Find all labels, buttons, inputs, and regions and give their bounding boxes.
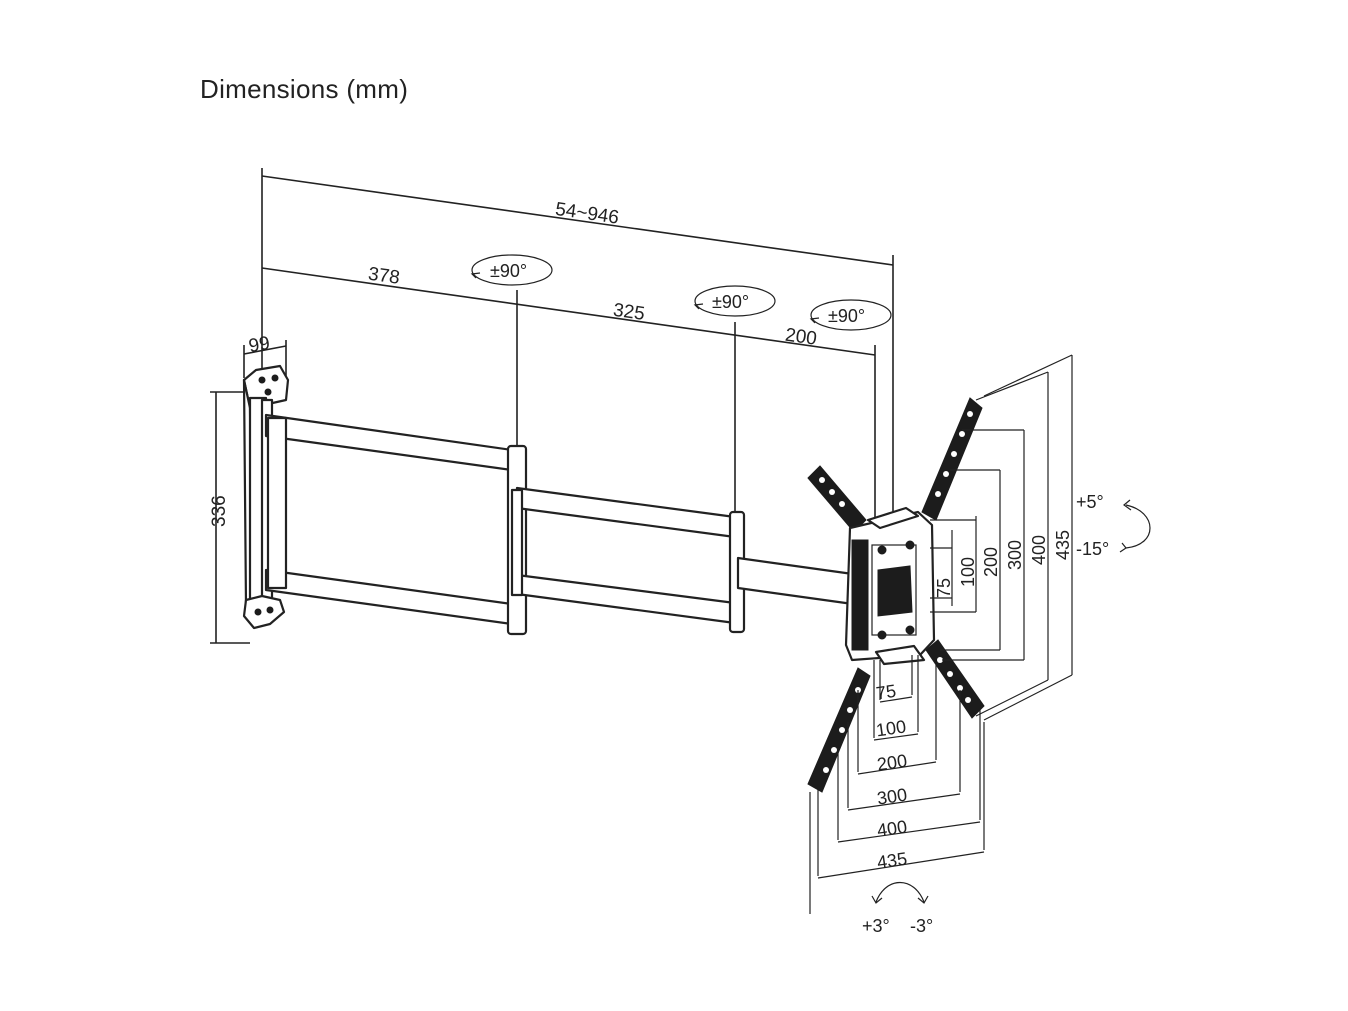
swivel-indicator-3: ±90°	[809, 299, 892, 331]
total-reach-label: 54~946	[554, 199, 620, 229]
wall-plate-dimensions	[210, 340, 287, 644]
vesa-h-75-label: 75	[875, 681, 898, 704]
vesa-horizontal-dimensions	[809, 655, 985, 914]
vesa-vertical-dimensions	[930, 354, 1073, 721]
swivel-indicator-2: ±90°	[693, 285, 776, 317]
arm3-length-label: 200	[784, 325, 818, 350]
diagram-title: Dimensions (mm)	[200, 74, 409, 104]
swivel-label-3: ±90°	[828, 306, 865, 326]
vesa-bracket	[807, 397, 985, 793]
vesa-v-100-label: 100	[958, 557, 978, 587]
arm-segment-1	[264, 413, 528, 636]
tilt-up-label: +5°	[1076, 492, 1104, 512]
vesa-v-300-label: 300	[1005, 540, 1025, 570]
rotation-left-label: +3°	[862, 916, 890, 936]
vesa-v-75-label: 75	[934, 578, 954, 598]
vesa-h-435-label: 435	[876, 849, 909, 873]
vesa-v-435-label: 435	[1053, 530, 1073, 560]
vesa-h-300-label: 300	[876, 785, 909, 809]
plate-height-label: 336	[209, 495, 230, 527]
rotation-indicator	[871, 881, 929, 904]
swivel-indicator-1: ±90°	[470, 254, 553, 286]
vesa-v-200-label: 200	[981, 547, 1001, 577]
vesa-v-400-label: 400	[1029, 535, 1049, 565]
vesa-h-400-label: 400	[876, 817, 909, 841]
swivel-label-2: ±90°	[712, 292, 749, 312]
rotation-right-label: -3°	[910, 916, 933, 936]
swivel-label-1: ±90°	[490, 261, 527, 281]
arm-segment-2	[510, 486, 746, 634]
tilt-down-label: -15°	[1076, 539, 1109, 559]
vesa-h-100-label: 100	[875, 716, 908, 740]
arm1-length-label: 378	[367, 264, 401, 289]
reach-dimension-lines	[261, 168, 894, 520]
arm2-length-label: 325	[612, 300, 646, 325]
plate-depth-label: 99	[247, 333, 271, 357]
arm-segment-3	[736, 556, 862, 607]
vesa-h-200-label: 200	[876, 751, 909, 775]
tilt-indicator	[1119, 499, 1151, 553]
